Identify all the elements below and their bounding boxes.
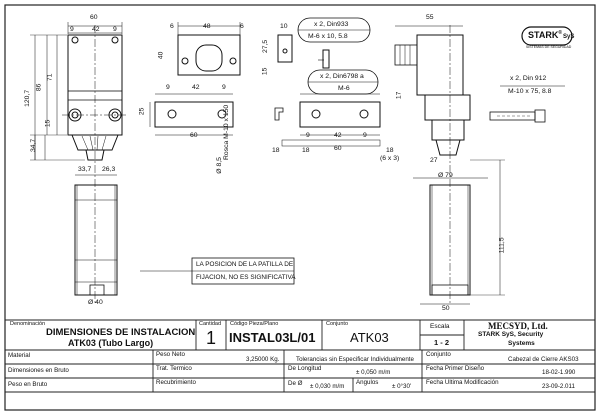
dim-18: 18 xyxy=(386,147,394,154)
conjunto-value: ATK03 xyxy=(350,330,389,345)
dim-9: 9 xyxy=(306,132,310,139)
plate-top xyxy=(177,34,241,76)
escala-value: 1 - 2 xyxy=(434,338,450,347)
dim-34-7: 34,7 xyxy=(30,138,38,153)
longitud-tol: ± 0,050 m/m xyxy=(356,369,391,376)
dim-42: 42 xyxy=(92,26,100,33)
callout-2-line1: x 2, Din6798 a xyxy=(320,73,364,80)
dim-60: 60 xyxy=(334,145,342,152)
dim-40: Ø 40 xyxy=(88,299,103,306)
dim-120-7: 120,7 xyxy=(24,89,32,107)
angulos-tol: ± 0°30' xyxy=(392,383,412,390)
diametro-tol: ± 0,030 m/m xyxy=(310,383,345,390)
left-view xyxy=(30,22,128,305)
conjunto2-value: Cabezal de Cierre AKS03 xyxy=(508,356,579,363)
connector-body xyxy=(416,34,464,96)
dim-9: 9 xyxy=(113,26,117,33)
escala-label: Escala xyxy=(430,323,450,330)
dim-18: 18 xyxy=(272,147,280,154)
angulos-label: Angulos xyxy=(356,379,379,386)
fecha1-label: Fecha Primer Diseño xyxy=(426,365,485,372)
cantidad-label: Cantidad xyxy=(199,321,222,327)
plate-view xyxy=(149,22,241,136)
dim-9: 9 xyxy=(222,84,226,91)
logo-brand: STARK®SyS xyxy=(528,30,575,41)
thread-note: Rosca M-10 x 150 xyxy=(223,104,230,160)
dim-25: 25 xyxy=(138,107,146,116)
dim-71: 71 xyxy=(46,73,54,82)
logo-tagline: SISTEMAS DE SEGURIDAD xyxy=(526,45,572,49)
dim-40: 40 xyxy=(157,51,165,60)
fecha2-label: Fecha Ultima Modificación xyxy=(426,379,499,386)
recubrimiento-label: Recubrimiento xyxy=(156,379,196,386)
dim-9: 9 xyxy=(166,84,170,91)
codigo-label: Código Pieza/Plano xyxy=(230,321,279,327)
dim-27-5: 27,5 xyxy=(262,39,270,54)
right-view xyxy=(394,25,546,305)
dim-27: 27 xyxy=(430,157,438,164)
dim-6: 6 xyxy=(240,23,244,30)
note-line2: FIJACION, NO ES SIGNIFICATIVA xyxy=(196,274,296,281)
callout-2-line2: M-6 xyxy=(338,85,350,92)
fecha1-value: 18-02-1.990 xyxy=(542,369,576,376)
dim-17: 17 xyxy=(395,91,403,100)
dim-15: 15 xyxy=(261,67,269,76)
trat-label: Trat. Termico xyxy=(156,365,192,372)
peso-bruto-label: Peso en Bruto xyxy=(8,381,48,388)
drawing-title: DIMENSIONES DE INSTALACION xyxy=(46,327,196,338)
callout-3-line2: M-10 x 75, 8.8 xyxy=(508,88,552,95)
company-line2: STARK SyS, Security xyxy=(478,331,544,338)
codigo-value: INSTAL03L/01 xyxy=(229,330,316,345)
fecha2-value: 23-09-2.011 xyxy=(542,383,575,390)
dim-50: 50 xyxy=(442,305,450,312)
title-block-grid xyxy=(5,319,595,393)
tolerancias-label: Tolerancias sin Especificar Individualme… xyxy=(296,356,414,363)
longitud-label: De Longitud xyxy=(288,365,322,372)
dim-60: 60 xyxy=(190,132,198,139)
dim-18: 18 xyxy=(302,147,310,154)
dim-15: 15 xyxy=(44,119,52,128)
company-name: MECSYD, Ltd. xyxy=(488,321,548,331)
callout-1-line1: x 2, Din933 xyxy=(314,21,349,28)
dim-9: 9 xyxy=(70,26,74,33)
dim-33-7: 33,7 xyxy=(78,166,92,173)
dim-bruto-label: Dimensiones en Bruto xyxy=(8,367,69,374)
dim-6x3: (6 x 3) xyxy=(380,155,400,162)
dim-42: 42 xyxy=(334,132,342,139)
tube xyxy=(74,184,118,296)
sheet-border xyxy=(4,4,596,411)
dim-6: 6 xyxy=(170,23,174,30)
drawing-subtitle: ATK03 (Tubo Largo) xyxy=(68,338,154,348)
peso-neto-value: 3,25000 Kg. xyxy=(246,356,280,363)
dim-26-3: 26,3 xyxy=(102,166,116,173)
dim-79: Ø 79 xyxy=(438,172,453,179)
conjunto-label: Conjunto xyxy=(326,321,349,327)
conjunto2-label: Conjunto xyxy=(426,351,451,358)
cantidad-value: 1 xyxy=(206,328,217,348)
dim-9: 9 xyxy=(363,132,367,139)
callout-1-line2: M-6 x 10, 5.8 xyxy=(308,33,348,40)
dim-55: 55 xyxy=(426,14,434,21)
dim-60: 60 xyxy=(90,14,98,21)
company-line3: Systems xyxy=(508,340,535,347)
small-parts xyxy=(274,34,381,147)
material-label: Material xyxy=(8,352,31,359)
stark-logo xyxy=(521,26,573,46)
denominacion-label: Denominación xyxy=(10,321,46,327)
note-line1: LA POSICION DE LA PATILLA DE xyxy=(196,261,294,268)
dim-86: 86 xyxy=(35,83,43,92)
dim-111-5: 111,5 xyxy=(498,237,506,254)
bracket xyxy=(299,101,381,128)
dim-48: 48 xyxy=(203,23,211,30)
dim-10: 10 xyxy=(280,23,288,30)
callout-3-line1: x 2, Din 912 xyxy=(510,75,547,82)
peso-neto-label: Peso Neto xyxy=(156,351,185,358)
dim-42: 42 xyxy=(192,84,200,91)
diametro-label: De Ø xyxy=(288,380,303,387)
plate-side xyxy=(154,101,234,128)
